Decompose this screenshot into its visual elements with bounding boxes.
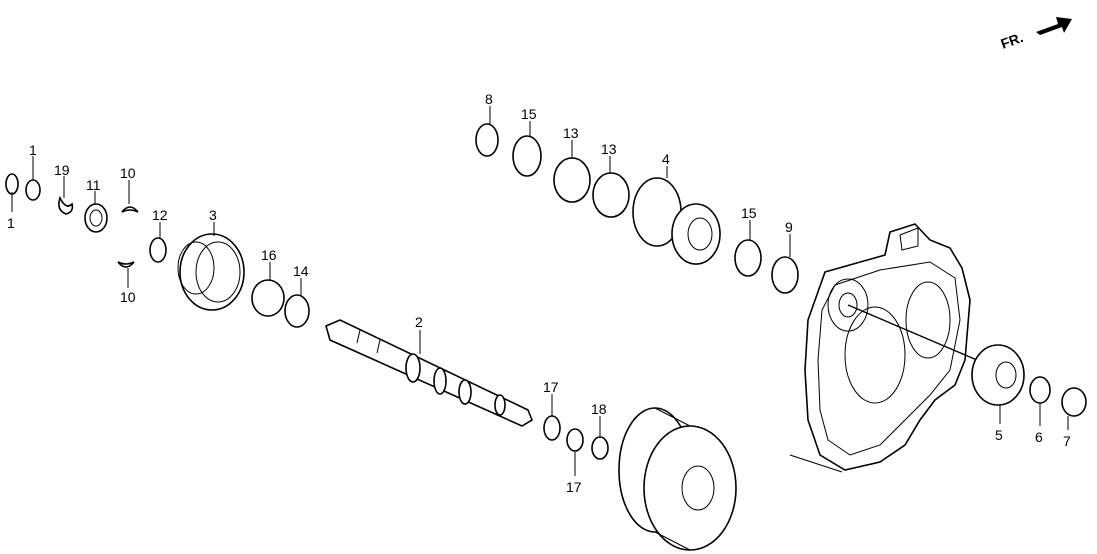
- leader-lines: [11, 106, 1069, 476]
- callout-9: 9: [785, 219, 793, 235]
- transmission-housing: [789, 223, 971, 473]
- callout-10a: 10: [120, 165, 136, 181]
- gear-3: [177, 233, 245, 311]
- front-direction-indicator: FR.: [999, 17, 1072, 52]
- callout-18: 18: [591, 401, 607, 417]
- clutch-drum: [618, 407, 737, 551]
- callout-labels: 1 1 19 11 10 10 12 3 16 14 2 8 15 13 13 …: [7, 91, 1071, 495]
- callout-10b: 10: [120, 289, 136, 305]
- callout-8: 8: [485, 91, 493, 107]
- callout-6: 6: [1035, 429, 1043, 445]
- callout-11: 11: [86, 177, 101, 193]
- callout-3: 3: [209, 207, 217, 223]
- gear-5: [971, 344, 1025, 406]
- callout-12: 12: [152, 207, 168, 223]
- callout-7: 7: [1063, 433, 1071, 449]
- callout-13a: 13: [563, 125, 579, 141]
- callout-17a: 17: [543, 379, 559, 395]
- callout-2: 2: [415, 314, 423, 330]
- front-direction-label: FR.: [999, 29, 1026, 52]
- callout-4: 4: [662, 151, 670, 167]
- callout-15a: 15: [521, 106, 537, 122]
- small-parts: [5, 123, 1087, 460]
- callout-1a: 1: [7, 215, 15, 231]
- front-arrow-icon: [1036, 17, 1072, 35]
- gear-4: [632, 177, 721, 265]
- callout-19: 19: [54, 162, 70, 178]
- mainshaft: [325, 319, 533, 427]
- callout-16: 16: [261, 247, 277, 263]
- callout-15b: 15: [741, 205, 757, 221]
- callout-1b: 1: [29, 142, 37, 158]
- callout-5: 5: [995, 427, 1003, 443]
- callout-13b: 13: [601, 141, 617, 157]
- callout-17b: 17: [566, 479, 582, 495]
- callout-14: 14: [293, 263, 309, 279]
